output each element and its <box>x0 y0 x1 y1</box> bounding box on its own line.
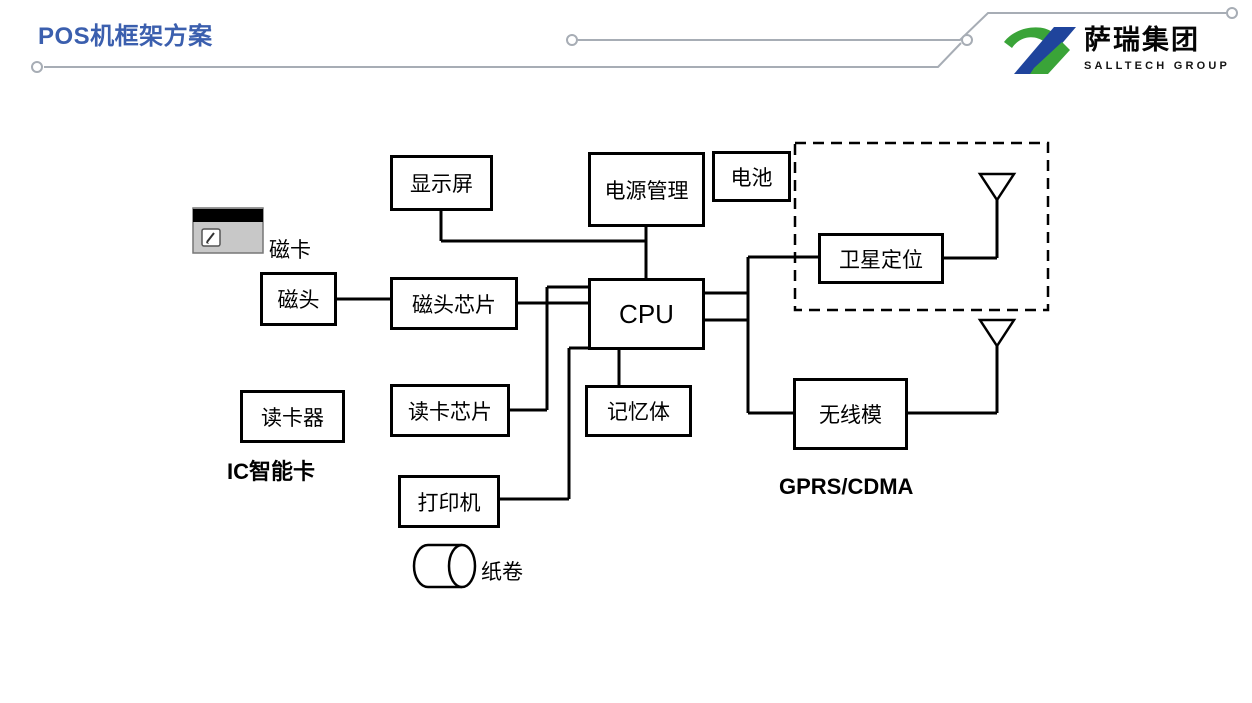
company-logo: 萨瑞集团 SALLTECH GROUP <box>1000 22 1230 78</box>
box-magnetic-head-chip: 磁头芯片 <box>390 277 518 330</box>
antenna-icon-satellite <box>977 172 1017 203</box>
box-power-management: 电源管理 <box>588 152 705 227</box>
antenna-icon-wireless <box>977 318 1017 349</box>
connector-lines <box>337 199 999 501</box>
header-decoration <box>44 12 1226 68</box>
page-title: POS机框架方案 <box>38 23 213 50</box>
box-battery: 电池 <box>712 151 791 202</box>
logo-text: 萨瑞集团 SALLTECH GROUP <box>1084 25 1231 72</box>
box-cpu: CPU <box>588 278 705 350</box>
magnetic-card-icon <box>192 207 264 254</box>
satellite-dashed-region <box>793 141 1050 312</box>
box-display: 显示屏 <box>390 155 493 211</box>
box-magnetic-head: 磁头 <box>260 272 337 326</box>
logo-company-subtitle: SALLTECH GROUP <box>1084 59 1231 72</box>
header-decoration-dots <box>31 7 1238 73</box>
box-card-reader: 读卡器 <box>240 390 345 443</box>
box-memory: 记忆体 <box>585 385 692 437</box>
logo-company-name: 萨瑞集团 <box>1084 25 1200 55</box>
box-card-reader-chip: 读卡芯片 <box>390 384 510 437</box>
paper-roll-icon <box>412 543 477 589</box>
salltech-logo-icon <box>1004 27 1076 74</box>
box-wireless-module: 无线模 <box>793 378 908 450</box>
label-ic-smart-card: IC智能卡 <box>227 459 316 484</box>
label-gprs-cdma: GPRS/CDMA <box>779 474 914 499</box>
box-satellite-positioning: 卫星定位 <box>818 233 944 284</box>
label-paper-roll: 纸卷 <box>481 561 523 584</box>
box-printer: 打印机 <box>398 475 500 528</box>
label-magnetic-card: 磁卡 <box>269 239 311 262</box>
